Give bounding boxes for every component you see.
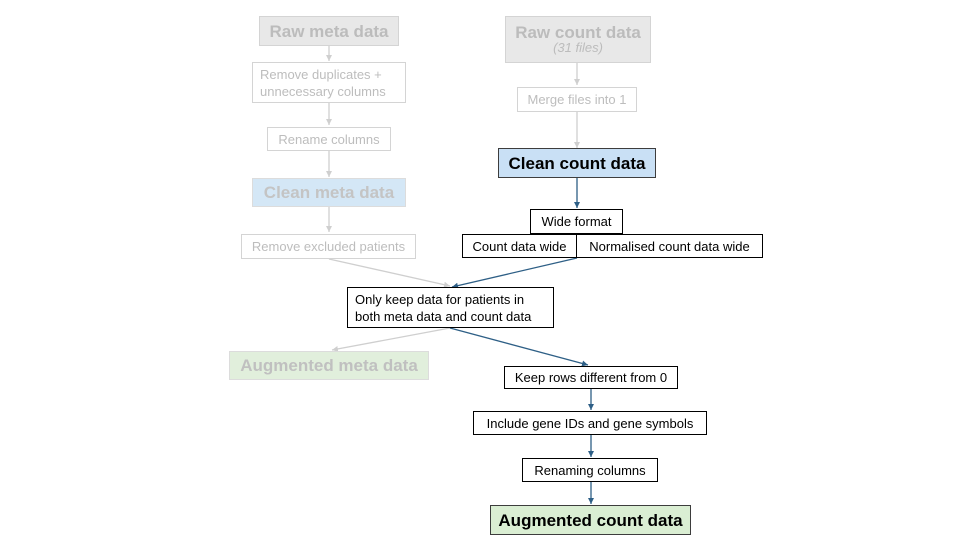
edge-only-keep-to-aug-meta — [331, 327, 451, 352]
node-rename-columns: Rename columns — [267, 127, 391, 151]
node-include-gene-ids: Include gene IDs and gene symbols — [473, 411, 707, 435]
node-raw-count-data: Raw count data (31 files) — [505, 16, 651, 63]
node-only-keep-data: Only keep data for patients in both meta… — [347, 287, 554, 328]
node-renaming-columns: Renaming columns — [522, 458, 658, 482]
node-keep-rows: Keep rows different from 0 — [504, 366, 678, 389]
node-normalised-count-data-wide-label: Normalised count data wide — [589, 238, 750, 254]
node-remove-excluded-patients-label: Remove excluded patients — [251, 239, 406, 254]
node-count-data-wide-label: Count data wide — [472, 238, 567, 254]
node-clean-count-data-label: Clean count data — [508, 153, 646, 173]
node-merge-files: Merge files into 1 — [517, 87, 637, 112]
edge-only-keep-to-keep-rows — [449, 327, 589, 367]
node-augmented-count-data-label: Augmented count data — [498, 510, 683, 530]
node-wide-format: Wide format — [530, 209, 623, 234]
node-renaming-columns-label: Renaming columns — [534, 462, 646, 478]
node-remove-excluded-patients: Remove excluded patients — [241, 234, 416, 259]
node-keep-rows-label: Keep rows different from 0 — [514, 370, 668, 385]
node-augmented-count-data: Augmented count data — [490, 505, 691, 535]
node-only-keep-data-line2: both meta data and count data — [355, 308, 532, 324]
edge-remove-excluded-to-only-keep — [328, 258, 451, 288]
node-normalised-count-data-wide: Normalised count data wide — [576, 234, 763, 258]
node-only-keep-data-line1: Only keep data for patients in — [355, 291, 525, 307]
node-wide-format-label: Wide format — [541, 214, 612, 229]
node-remove-duplicates-line1: Remove duplicates + — [260, 66, 382, 82]
node-raw-meta-data-label: Raw meta data — [269, 21, 389, 41]
node-merge-files-label: Merge files into 1 — [527, 92, 627, 107]
node-count-data-wide: Count data wide — [462, 234, 577, 258]
edge-wide-to-only-keep — [451, 257, 578, 289]
node-raw-meta-data: Raw meta data — [259, 16, 399, 46]
node-augmented-meta-data-label: Augmented meta data — [240, 356, 418, 375]
node-augmented-meta-data: Augmented meta data — [229, 351, 429, 380]
node-rename-columns-label: Rename columns — [278, 131, 380, 147]
node-raw-count-data-label: Raw count data — [515, 23, 641, 42]
node-include-gene-ids-label: Include gene IDs and gene symbols — [486, 415, 694, 431]
node-clean-count-data: Clean count data — [498, 148, 656, 178]
node-clean-meta-data-label: Clean meta data — [263, 183, 395, 202]
node-remove-duplicates: Remove duplicates + unnecessary columns — [252, 62, 406, 103]
node-clean-meta-data: Clean meta data — [252, 178, 406, 207]
node-raw-count-data-sublabel: (31 files) — [553, 40, 603, 55]
node-remove-duplicates-line2: unnecessary columns — [260, 83, 386, 99]
